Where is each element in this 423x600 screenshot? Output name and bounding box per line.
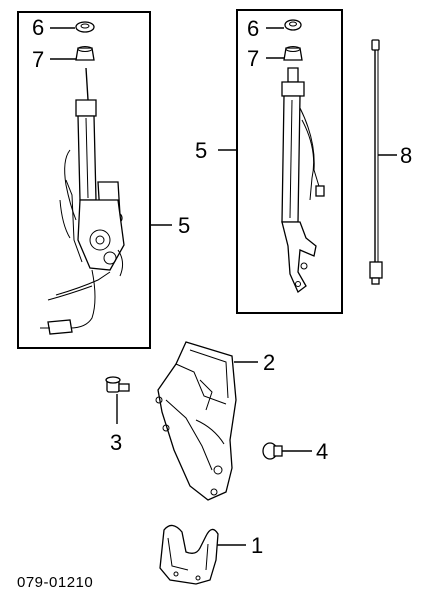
callout-clip-3: 3 (110, 430, 122, 455)
mud-flap-part (159, 524, 219, 585)
left-collar-part (75, 46, 95, 61)
right-nut-part (284, 19, 302, 31)
callout-left-5: 5 (178, 213, 190, 238)
nut-part (262, 442, 283, 460)
callout-right-7: 7 (247, 46, 259, 71)
callout-nut-4: 4 (316, 439, 328, 464)
left-nut-part (75, 21, 95, 33)
callout-shield-2: 2 (263, 350, 275, 375)
callout-flap-1: 1 (251, 533, 263, 558)
mast-assembly-part (281, 67, 325, 294)
splash-shield-part (155, 341, 237, 501)
diagram-code: 079-01210 (17, 574, 93, 591)
callout-left-6: 6 (32, 15, 44, 40)
left-assembly-box (17, 11, 151, 349)
callout-left-7: 7 (32, 47, 44, 72)
right-assembly-box (236, 9, 343, 314)
motor-antenna-part (40, 67, 125, 335)
clip-part (105, 376, 130, 393)
right-collar-part (283, 46, 303, 61)
antenna-rod-part (369, 39, 383, 285)
callout-right-6: 6 (247, 16, 259, 41)
callout-right-5: 5 (195, 138, 207, 163)
callout-rod-8: 8 (400, 143, 412, 168)
